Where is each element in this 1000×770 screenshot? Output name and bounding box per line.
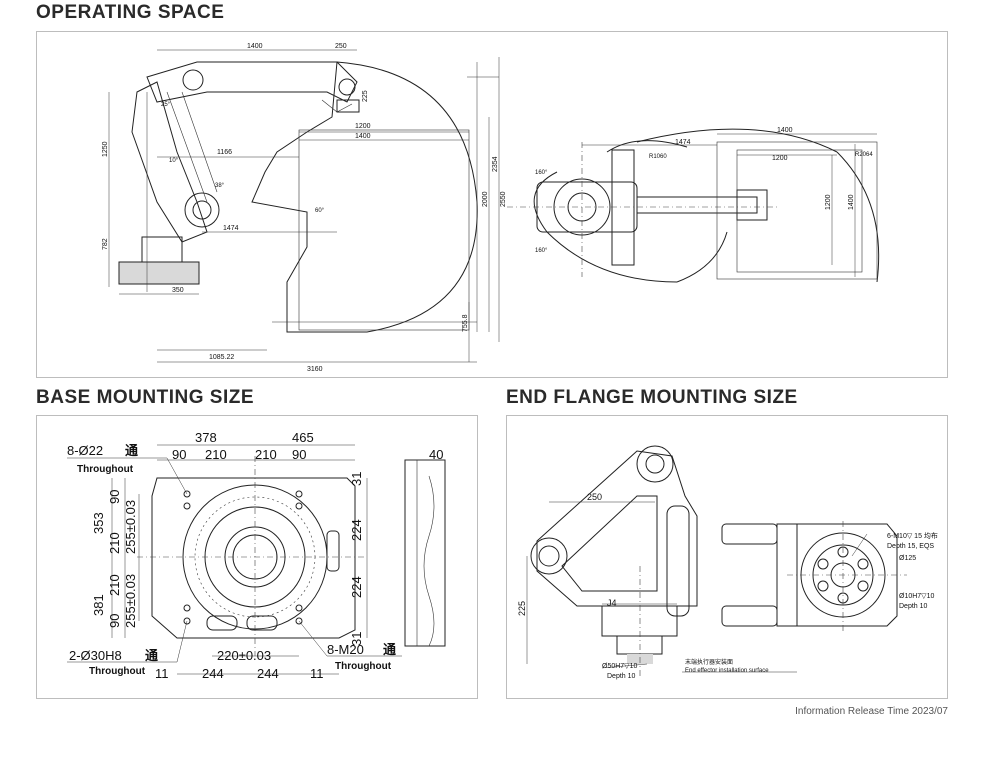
flange-pin-spec: Ø10H7▽10 <box>899 593 934 600</box>
top-dim-1200-h: 1200 <box>772 155 788 162</box>
angle-25: 25° <box>161 102 171 108</box>
base-dim-31-top: 31 <box>349 472 364 486</box>
base-dim-255-top: 255±0.03 <box>123 500 138 554</box>
flange-thread-depth: Depth 15, EQS <box>887 543 934 550</box>
base-dim-11-right: 11 <box>310 666 324 681</box>
hole-spec-8-d22: 8-Ø22 <box>67 443 103 458</box>
base-dim-224-bottom: 224 <box>349 576 364 598</box>
flange-bore-depth: Depth 10 <box>607 673 636 680</box>
base-dim-378: 378 <box>195 430 217 445</box>
thread-spec-8-m20: 8-M20 <box>327 642 364 657</box>
angle-38: 38° <box>215 183 225 189</box>
end-flange-panel: J4 250 225 Ø50H7▽10 Depth 10 末端执行器安装面 En… <box>506 415 948 699</box>
top-dim-1474: 1474 <box>675 139 691 146</box>
flange-dim-225: 225 <box>517 601 527 616</box>
pin-spec-cn: 通 <box>145 648 158 663</box>
dim-2354: 2354 <box>492 156 499 172</box>
hole-spec-cn: 通 <box>125 443 138 458</box>
thread-spec-throughout: Throughout <box>335 661 392 672</box>
dim-225: 225 <box>362 90 369 102</box>
installation-surface-en: End effector installation surface <box>685 668 769 674</box>
base-dim-31-bottom: 31 <box>349 632 364 646</box>
base-dim-90-bottom: 90 <box>107 614 122 628</box>
base-dim-244-right: 244 <box>257 666 279 681</box>
work-envelope-outline <box>251 61 478 333</box>
top-dim-1400-v: 1400 <box>848 194 855 210</box>
flange-bore-spec: Ø50H7▽10 <box>602 663 637 670</box>
joint-j4-label: J4 <box>607 598 617 608</box>
operating-space-drawing: 1400 250 225 1200 1400 1250 1166 782 147… <box>102 43 880 373</box>
base-dim-244-left: 244 <box>202 666 224 681</box>
dim-350: 350 <box>172 287 184 294</box>
base-dim-40: 40 <box>429 447 443 462</box>
installation-surface-cn: 末端执行器安装面 <box>685 658 733 666</box>
flange-dim-250: 250 <box>587 492 602 502</box>
label-r1060: R1060 <box>649 154 667 160</box>
base-dim-90-left: 90 <box>172 447 186 462</box>
top-dim-1400: 1400 <box>777 127 793 134</box>
pallet-area-side <box>298 129 470 331</box>
base-mounting-panel: 378 465 90 210 210 90 40 353 90 210 381 … <box>36 415 478 699</box>
base-dim-210-right: 210 <box>255 447 277 462</box>
top-dim-1200-v: 1200 <box>825 194 832 210</box>
dim-755-8: 755.8 <box>462 314 469 332</box>
base-dim-11-left: 11 <box>155 666 169 681</box>
angle-60: 60° <box>315 208 325 214</box>
base-dim-210-left: 210 <box>205 447 227 462</box>
dim-250: 250 <box>335 43 347 50</box>
top-envelope-arc <box>636 128 838 153</box>
robot-side-view <box>118 61 360 285</box>
base-dim-465: 465 <box>292 430 314 445</box>
angle-160-bottom: 160° <box>535 248 548 254</box>
dim-1474: 1474 <box>223 225 239 232</box>
base-dim-210-top: 210 <box>107 532 122 554</box>
flange-pin-depth: Depth 10 <box>899 603 928 610</box>
dim-1085-22: 1085.22 <box>209 354 234 361</box>
dim-2550: 2550 <box>500 191 507 207</box>
base-dim-353: 353 <box>91 512 106 534</box>
base-dim-220: 220±0.03 <box>217 648 271 663</box>
base-mounting-drawing: 378 465 90 210 210 90 40 353 90 210 381 … <box>67 430 446 681</box>
operating-space-title: OPERATING SPACE <box>36 2 225 23</box>
operating-space-panel: 1400 250 225 1200 1400 1250 1166 782 147… <box>36 31 948 378</box>
thread-spec-cn: 通 <box>383 642 396 657</box>
dim-1250: 1250 <box>102 141 109 157</box>
pallet-area-top <box>716 141 878 280</box>
base-dim-210-bottom: 210 <box>107 574 122 596</box>
hole-spec-throughout: Throughout <box>77 464 134 475</box>
label-r2064: R2064 <box>855 152 873 158</box>
flange-pcd: Ø125 <box>899 555 916 562</box>
dim-1166: 1166 <box>217 149 232 156</box>
dim-782: 782 <box>102 238 109 250</box>
wrist-side-view: J4 <box>530 445 698 678</box>
base-dim-381: 381 <box>91 594 106 616</box>
flange-thread-spec: 6-M10▽ 15 均布 <box>887 531 938 540</box>
pin-spec-2-d30h8: 2-Ø30H8 <box>69 648 122 663</box>
base-dim-224-top: 224 <box>349 519 364 541</box>
robot-top-view <box>507 140 777 283</box>
base-dim-90-right: 90 <box>292 447 306 462</box>
end-flange-title: END FLANGE MOUNTING SIZE <box>506 387 798 408</box>
release-time: Information Release Time 2023/07 <box>795 706 948 717</box>
dim-2000: 2000 <box>482 191 489 207</box>
base-dim-90-top: 90 <box>107 490 122 504</box>
dim-1400-top: 1400 <box>247 43 263 50</box>
base-plate <box>137 456 367 656</box>
end-flange-drawing: J4 250 225 Ø50H7▽10 Depth 10 末端执行器安装面 En… <box>517 445 938 680</box>
flange-face-view <box>721 521 907 631</box>
dim-3160: 3160 <box>307 366 323 373</box>
dim-1200: 1200 <box>355 123 371 130</box>
angle-10: 10° <box>169 158 179 164</box>
pin-spec-throughout: Throughout <box>89 666 146 677</box>
angle-160-top: 160° <box>535 170 548 176</box>
base-mounting-title: BASE MOUNTING SIZE <box>36 387 255 408</box>
base-dim-255-bottom: 255±0.03 <box>123 574 138 628</box>
dim-1400: 1400 <box>355 133 371 140</box>
top-envelope-arc-2 <box>836 151 880 283</box>
